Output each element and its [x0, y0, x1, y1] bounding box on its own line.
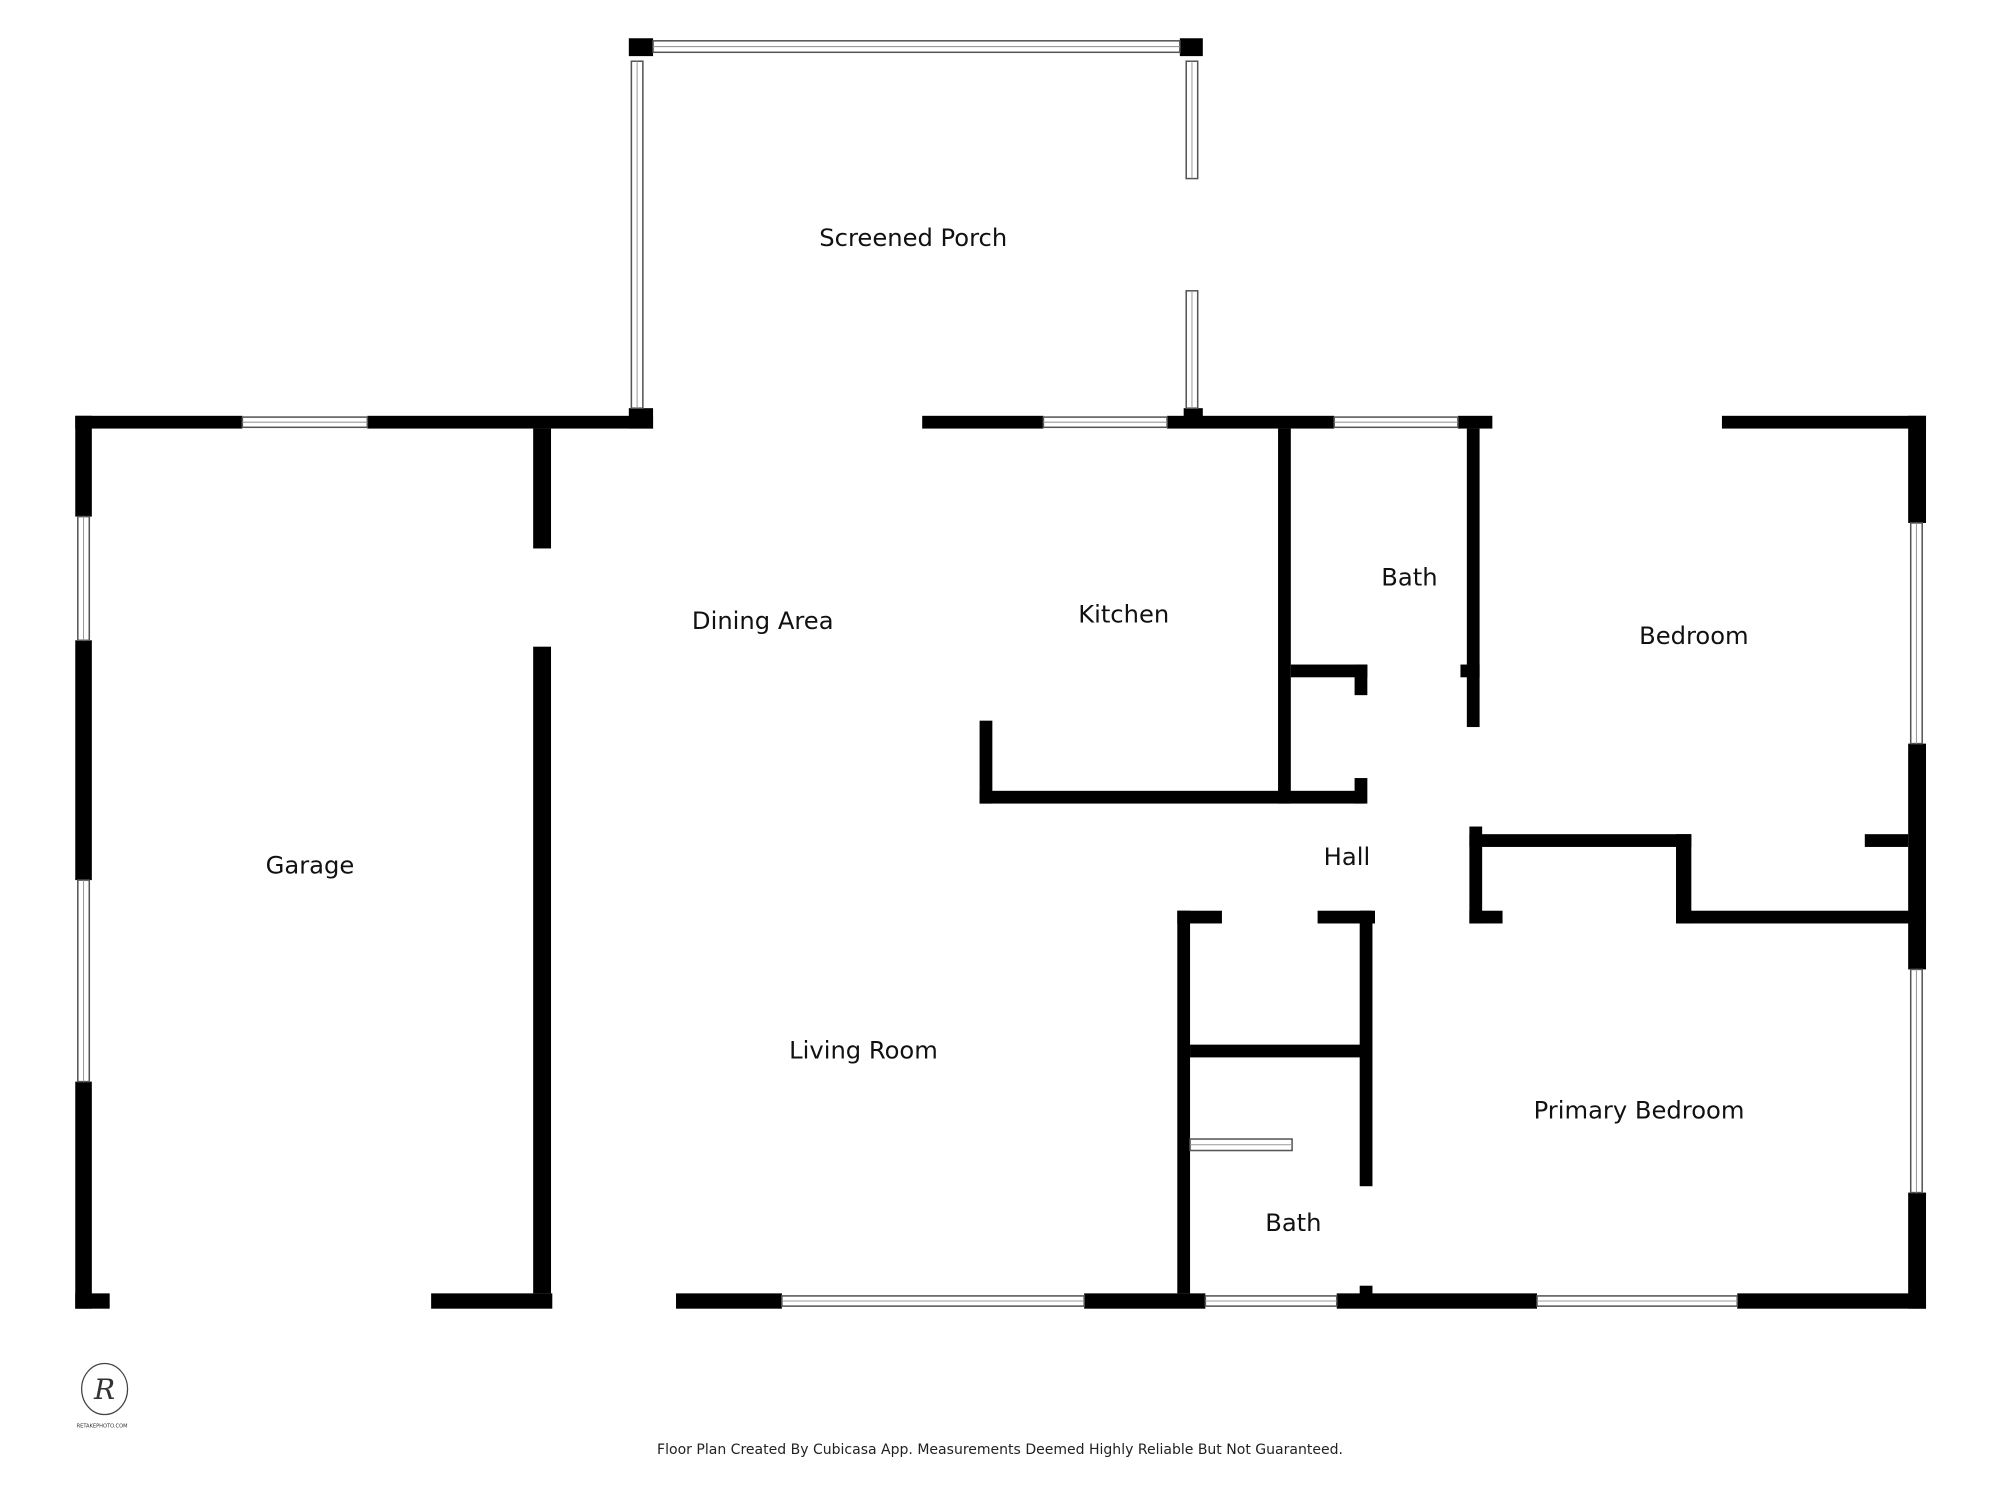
wall-segment [1908, 743, 1927, 970]
wall-segment [1469, 834, 1692, 847]
room-label-garage: Garage [266, 852, 355, 880]
wall-segment [1457, 415, 1493, 429]
wall-segment [1359, 1285, 1373, 1296]
wall-segment [1278, 428, 1291, 804]
logo-text: RETAKEPHOTO.COM [77, 1423, 128, 1429]
wall-segment [676, 1293, 782, 1309]
room-label-primary-bedroom: Primary Bedroom [1534, 1097, 1745, 1125]
wall-segment [1908, 1192, 1927, 1309]
room-label-kitchen: Kitchen [1078, 600, 1169, 628]
wall-segment [1469, 910, 1503, 924]
wall-segment [1676, 910, 1927, 924]
wall-segment [75, 640, 92, 881]
logo-letter: R [93, 1373, 115, 1406]
room-label-living-room: Living Room [789, 1037, 938, 1065]
wall-segment [75, 1081, 92, 1309]
wall-segment [1469, 826, 1483, 924]
room-label-bedroom: Bedroom [1639, 622, 1749, 650]
room-label-hall: Hall [1324, 843, 1371, 871]
room-label-bath-lower: Bath [1265, 1209, 1321, 1237]
logo-circle [80, 1362, 129, 1416]
wall-segment [1354, 778, 1368, 804]
wall-segment [1864, 834, 1909, 847]
wall-segment [979, 790, 1365, 804]
wall-segment [75, 415, 243, 429]
room-label-screened-porch: Screened Porch [819, 224, 1007, 252]
walls [75, 38, 1927, 1309]
wall-segment [75, 1293, 110, 1309]
wall-segment [979, 720, 993, 804]
footer-disclaimer: Floor Plan Created By Cubicasa App. Meas… [657, 1442, 1343, 1458]
wall-segment [1190, 1044, 1365, 1058]
wall-segment [1336, 1293, 1537, 1309]
wall-segment [1676, 834, 1692, 924]
wall-segment [533, 646, 552, 1294]
wall-segment [1359, 910, 1373, 1187]
room-label-dining-area: Dining Area [692, 607, 834, 635]
wall-segment [1721, 415, 1927, 429]
wall-segment [1290, 664, 1368, 678]
wall-segment [1084, 1293, 1206, 1309]
wall-segment [1167, 415, 1335, 429]
wall-segment [1183, 408, 1203, 421]
windows [77, 40, 1923, 1307]
wall-segment [533, 428, 552, 549]
wall-segment [75, 415, 92, 517]
wall-segment [367, 415, 654, 429]
wall-segment [1179, 38, 1203, 57]
wall-segment [628, 408, 654, 429]
wall-segment [922, 415, 1044, 429]
room-label-bath-upper: Bath [1381, 563, 1437, 591]
wall-segment [1177, 910, 1191, 1294]
wall-segment [431, 1293, 553, 1309]
wall-segment [1466, 428, 1480, 728]
wall-segment [1908, 415, 1927, 523]
logo: R RETAKEPHOTO.COM [77, 1362, 129, 1429]
wall-segment [1737, 1293, 1927, 1309]
wall-segment [1354, 664, 1368, 696]
wall-segment [628, 38, 654, 57]
